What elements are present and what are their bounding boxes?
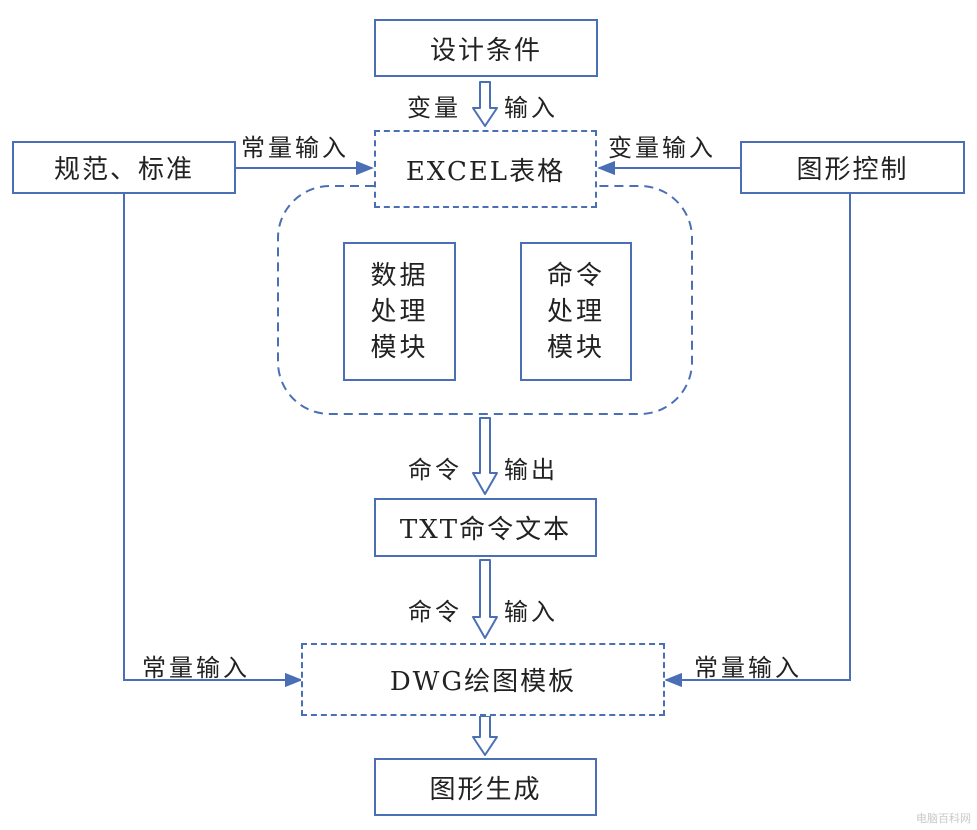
box-graphic-generation: 图形生成 xyxy=(374,758,597,816)
label-output: 输出 xyxy=(504,456,558,484)
box-txt-command-text: TXT命令文本 xyxy=(374,498,597,557)
box-data-processing-module: 数据 处理 模块 xyxy=(343,242,456,381)
data-module-line-3: 模块 xyxy=(370,332,429,363)
hollow-arrow-txt-to-dwg xyxy=(472,559,498,639)
command-module-line-3: 模块 xyxy=(546,332,605,363)
arrow-standards-to-dwg xyxy=(123,194,303,688)
arrow-control-to-dwg xyxy=(664,194,851,688)
label-constant-input-bottom-left: 常量输入 xyxy=(142,654,250,682)
box-excel-table: EXCEL表格 xyxy=(374,130,597,208)
hollow-arrow-conditions-to-excel xyxy=(472,81,498,127)
hollow-arrow-region-to-txt xyxy=(472,417,498,495)
label-constant-input-top-left: 常量输入 xyxy=(241,134,349,162)
label-variable: 变量 xyxy=(407,94,461,122)
data-module-line-1: 数据 xyxy=(370,260,429,291)
label-constant-input-bottom-right: 常量输入 xyxy=(694,654,802,682)
box-graphic-control: 图形控制 xyxy=(740,141,965,194)
processing-region xyxy=(277,185,693,415)
label-input-2: 输入 xyxy=(504,598,558,626)
label-variable-input-top-right: 变量输入 xyxy=(608,134,716,162)
label-command-2: 命令 xyxy=(408,598,462,626)
box-standards: 规范、标准 xyxy=(12,141,236,194)
label-command-1: 命令 xyxy=(408,456,462,484)
label-input-1: 输入 xyxy=(504,94,558,122)
box-dwg-template: DWG绘图模板 xyxy=(301,643,665,716)
command-module-line-1: 命令 xyxy=(546,260,605,291)
box-command-processing-module: 命令 处理 模块 xyxy=(520,242,632,381)
box-design-conditions: 设计条件 xyxy=(374,19,598,77)
command-module-line-2: 处理 xyxy=(546,296,605,327)
hollow-arrow-dwg-to-generation xyxy=(472,715,498,756)
watermark: 电脑百科网 xyxy=(916,812,971,825)
data-module-line-2: 处理 xyxy=(370,296,429,327)
